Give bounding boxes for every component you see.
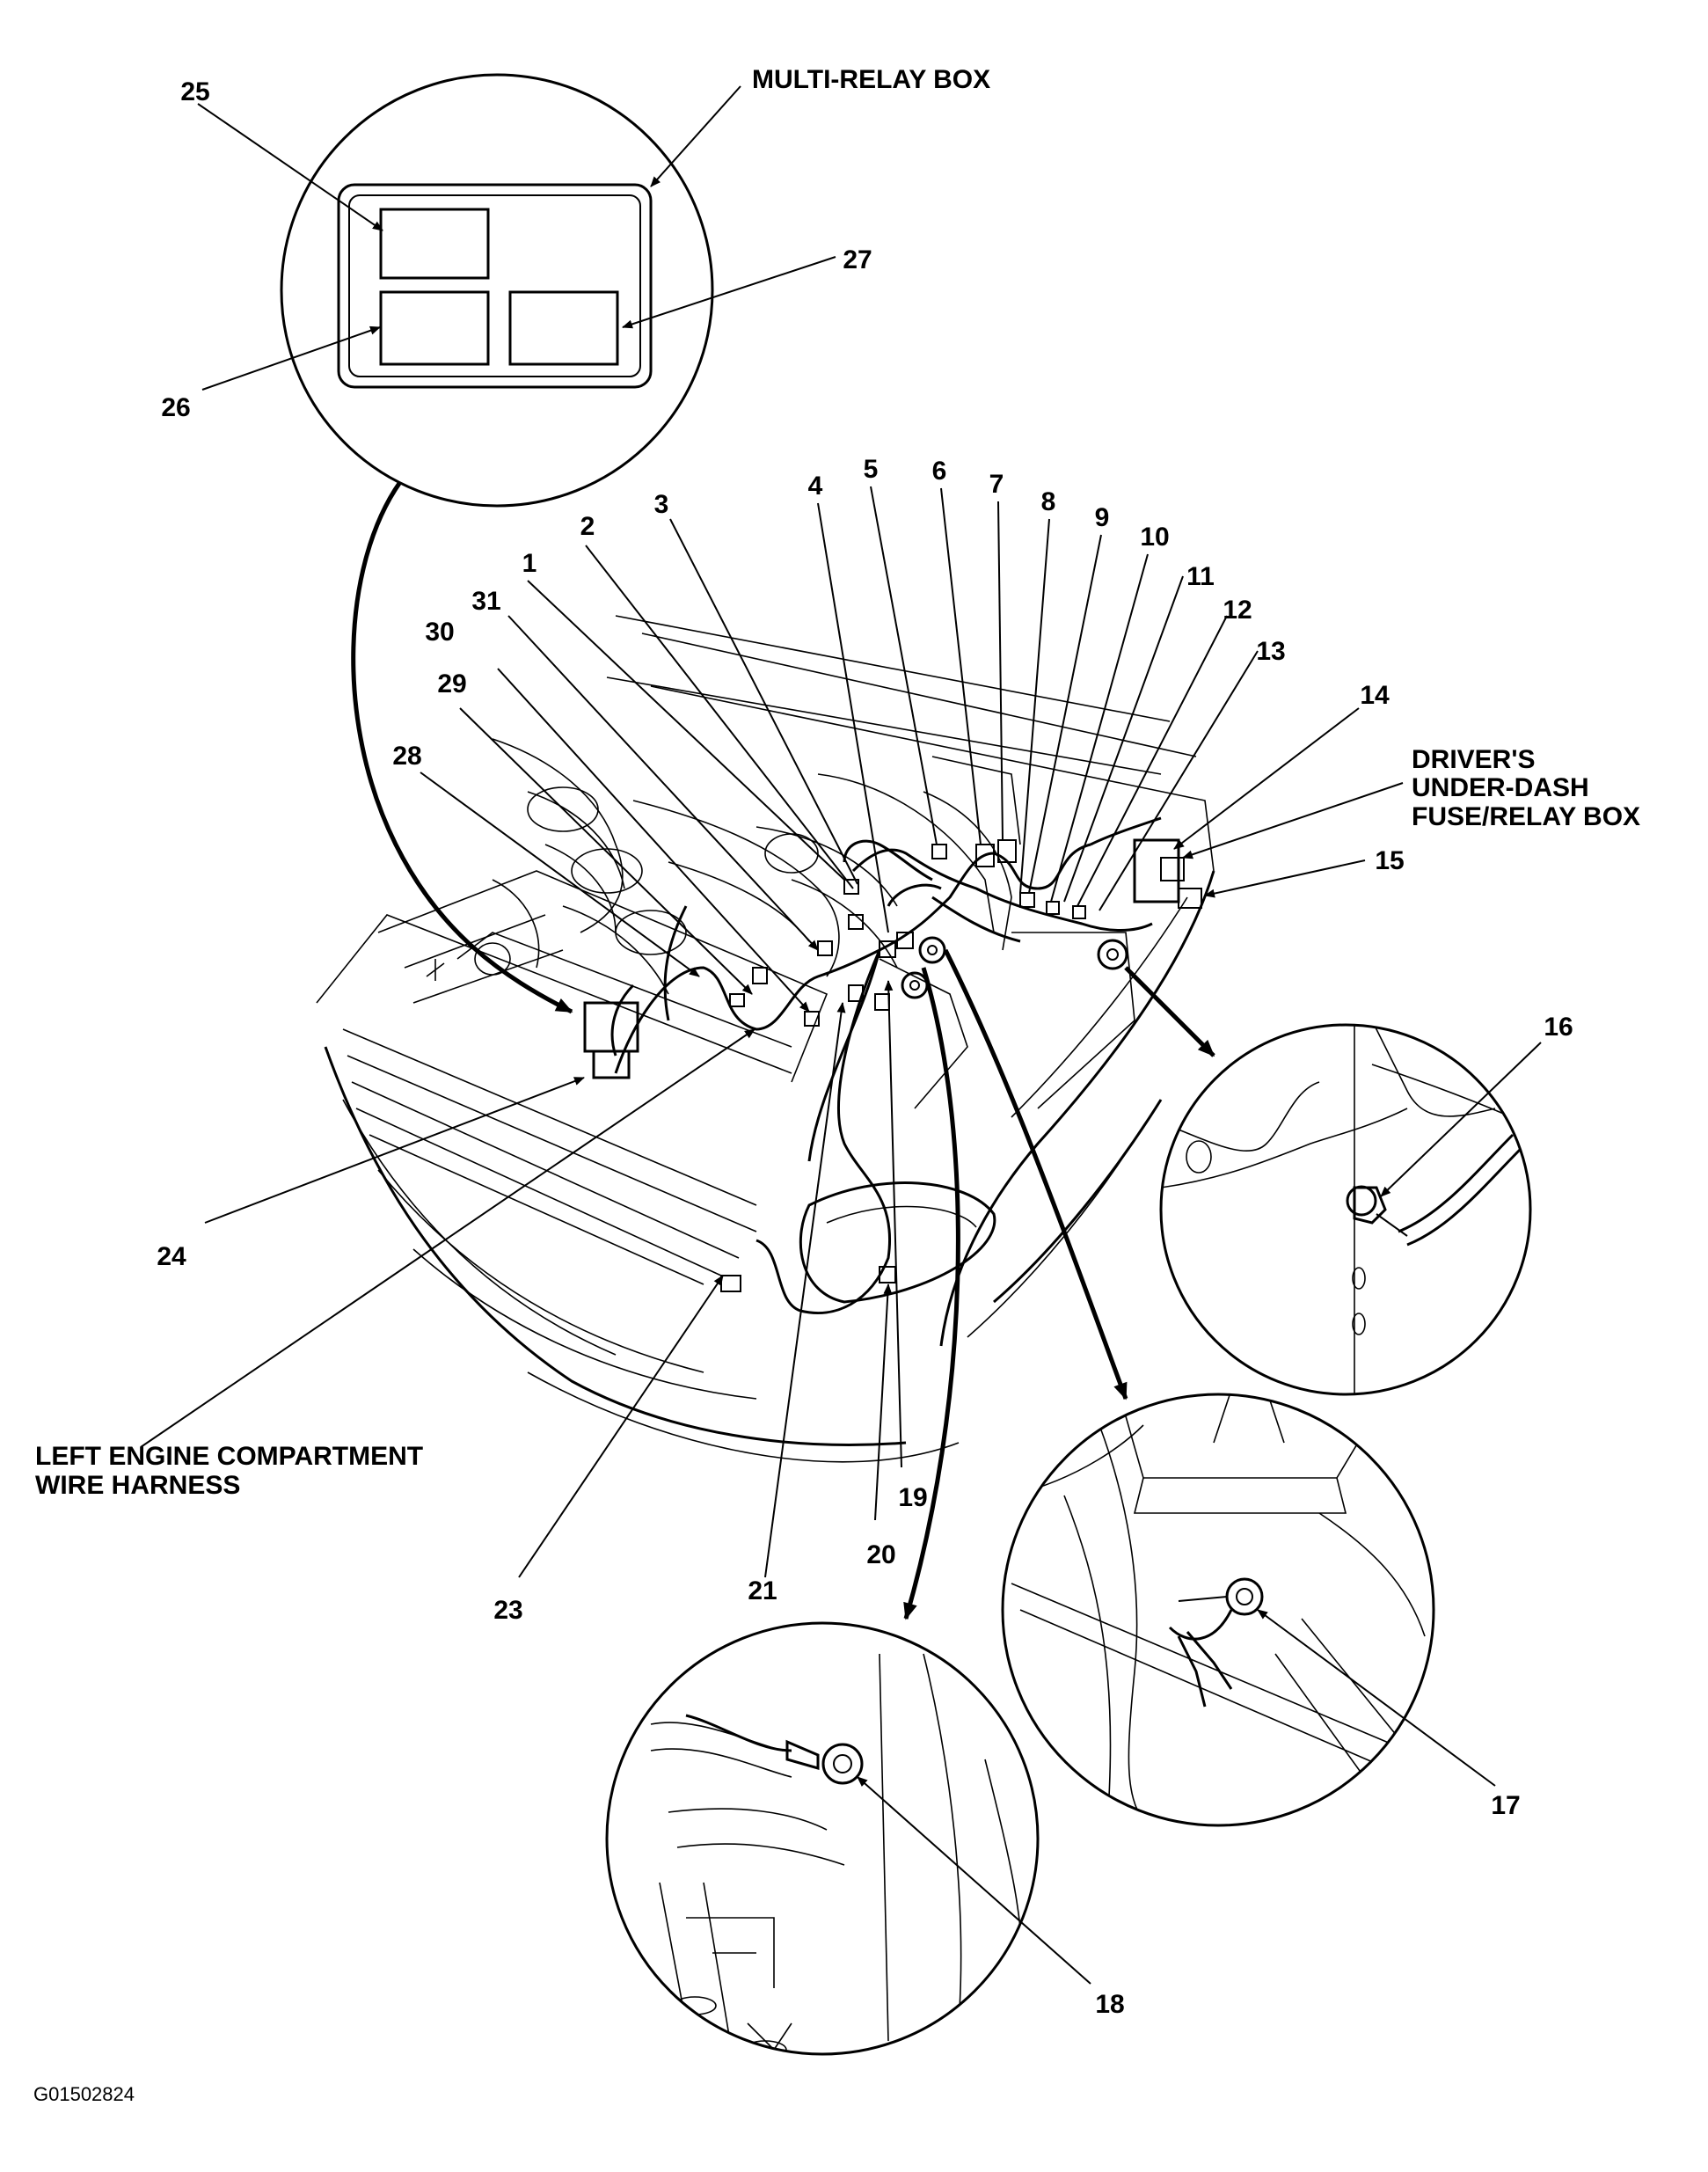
callout-4: 4 xyxy=(808,472,823,501)
callout-10: 10 xyxy=(1140,523,1169,552)
ground-inset-18 xyxy=(605,967,1040,2056)
callout-15: 15 xyxy=(1375,846,1404,875)
callout-13: 13 xyxy=(1256,637,1285,666)
relay-25 xyxy=(379,208,490,280)
callout-11: 11 xyxy=(1186,562,1215,591)
harness-label-line2: WIRE HARNESS xyxy=(35,1471,240,1500)
multi-relay-box-label: MULTI-RELAY BOX xyxy=(752,65,990,94)
callout-9: 9 xyxy=(1095,503,1110,532)
callout-1: 1 xyxy=(522,549,537,578)
callout-2: 2 xyxy=(580,512,595,541)
callout-3: 3 xyxy=(654,490,669,519)
multi-relay-box-inset xyxy=(280,73,714,1014)
callout-8: 8 xyxy=(1041,487,1056,516)
callout-27: 27 xyxy=(843,245,872,274)
callout-26: 26 xyxy=(161,393,190,422)
callout-numbers: 1 2 3 4 5 6 7 8 9 10 11 12 13 14 15 16 1… xyxy=(157,77,1573,2019)
callout-17: 17 xyxy=(1491,1791,1520,1820)
engine-harness xyxy=(610,816,1162,1314)
callout-20: 20 xyxy=(866,1540,895,1569)
callout-30: 30 xyxy=(425,618,454,647)
harness-label-line1: LEFT ENGINE COMPARTMENT xyxy=(35,1442,423,1471)
drivers-box-label-line3: FUSE/RELAY BOX xyxy=(1412,802,1640,831)
callout-16: 16 xyxy=(1544,1013,1573,1042)
harness-connectors xyxy=(583,838,1202,1292)
drivers-box-label-line1: DRIVER'S xyxy=(1412,745,1536,774)
callout-18: 18 xyxy=(1095,1990,1124,2019)
leader-lines xyxy=(140,85,1542,1985)
ground-inset-16 xyxy=(1124,966,1532,1396)
callout-19: 19 xyxy=(898,1483,927,1512)
callout-29: 29 xyxy=(437,669,466,698)
callout-12: 12 xyxy=(1223,596,1252,625)
callout-28: 28 xyxy=(392,742,421,771)
caption-labels: MULTI-RELAY BOX DRIVER'S UNDER-DASH FUSE… xyxy=(33,65,1640,2105)
callout-23: 23 xyxy=(493,1596,522,1625)
callout-31: 31 xyxy=(471,587,500,616)
callout-21: 21 xyxy=(748,1576,777,1605)
relay-26 xyxy=(379,290,490,366)
callout-5: 5 xyxy=(864,455,879,484)
figure-code: G01502824 xyxy=(33,2083,135,2105)
callout-24: 24 xyxy=(157,1242,186,1271)
relay-27 xyxy=(508,290,619,366)
callout-25: 25 xyxy=(180,77,209,106)
callout-14: 14 xyxy=(1360,681,1390,710)
car-body-drawing xyxy=(316,615,1215,1463)
callout-6: 6 xyxy=(932,457,947,486)
drivers-box-label-line2: UNDER-DASH xyxy=(1412,773,1589,802)
callout-7: 7 xyxy=(989,470,1004,499)
ground-inset-17 xyxy=(943,948,1435,1827)
